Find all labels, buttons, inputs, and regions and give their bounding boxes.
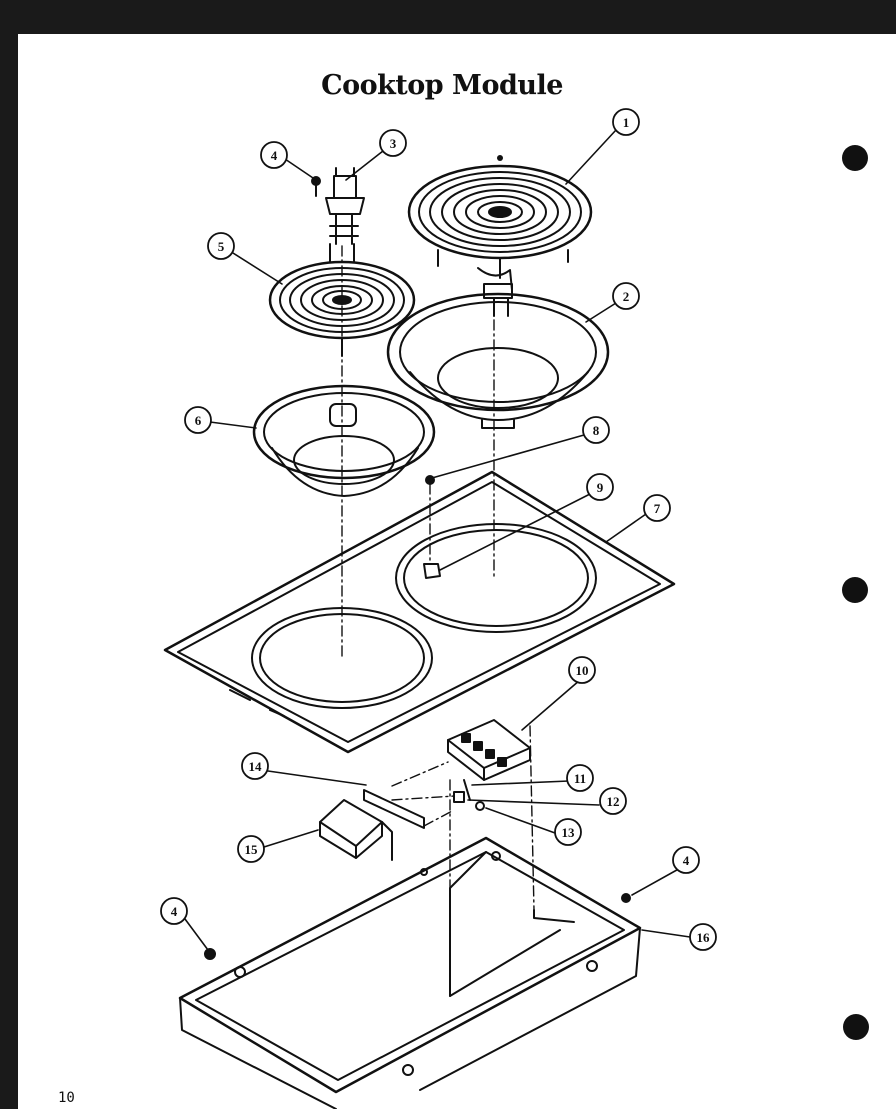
callout-label: 7 [654, 501, 661, 516]
part-15-box [319, 799, 393, 861]
callout-12: 12 [599, 787, 627, 815]
callout-label: 10 [576, 663, 589, 678]
callout-1: 1 [612, 108, 640, 136]
callout-7: 7 [643, 494, 671, 522]
callout-label: 4 [683, 853, 690, 868]
binder-hole [842, 145, 868, 171]
part-4-screws-bottom [204, 893, 631, 960]
callout-leader-lines [184, 129, 691, 951]
callout-5: 5 [207, 232, 235, 260]
callout-8: 8 [582, 416, 610, 444]
part-11-13-hardware [453, 779, 485, 811]
callout-label: 14 [249, 759, 263, 774]
part-14-bracket [363, 789, 425, 829]
binder-holes [842, 145, 869, 1040]
part-6-small-drip-bowl [252, 384, 436, 497]
callout-label: 9 [597, 480, 604, 495]
callout-4-top: 4 [260, 141, 288, 169]
binder-hole [843, 1014, 869, 1040]
callout-6: 6 [184, 406, 212, 434]
diagram-sheet [18, 34, 896, 1109]
callout-label: 2 [623, 289, 630, 304]
callout-4-right: 4 [672, 846, 700, 874]
callout-4-left: 4 [160, 897, 188, 925]
callout-label: 5 [218, 239, 225, 254]
callout-label: 4 [171, 904, 178, 919]
callout-label: 6 [195, 413, 202, 428]
callout-label: 11 [574, 771, 586, 786]
callout-2: 2 [612, 282, 640, 310]
callout-label: 13 [562, 825, 576, 840]
callout-13: 13 [554, 818, 582, 846]
part-3-receptacle [325, 167, 365, 245]
page-title: Cooktop Module [321, 70, 563, 101]
page-number: 10 [58, 1090, 75, 1106]
callout-label: 15 [245, 842, 259, 857]
callout-10: 10 [568, 656, 596, 684]
callout-label: 4 [271, 148, 278, 163]
part-7-cooktop-frame [163, 470, 676, 754]
part-10-terminal-block [447, 719, 531, 781]
callout-16: 16 [689, 923, 717, 951]
part-16-bottom-pan [178, 836, 642, 1109]
callout-9: 9 [586, 473, 614, 501]
callouts: 1 2 3 4 5 6 8 9 [160, 108, 717, 951]
alignment-lines [341, 245, 535, 997]
callout-label: 12 [607, 794, 620, 809]
part-2-large-drip-bowl [386, 292, 610, 429]
binder-hole [842, 577, 868, 603]
callout-label: 8 [593, 423, 600, 438]
callout-14: 14 [241, 752, 269, 780]
callout-15: 15 [237, 835, 265, 863]
callout-3: 3 [379, 129, 407, 157]
callout-11: 11 [566, 764, 594, 792]
callout-label: 16 [697, 930, 711, 945]
part-1-large-surface-element [407, 155, 593, 317]
part-9-clip [423, 563, 441, 579]
callout-label: 1 [623, 115, 630, 130]
callout-label: 3 [390, 136, 397, 151]
